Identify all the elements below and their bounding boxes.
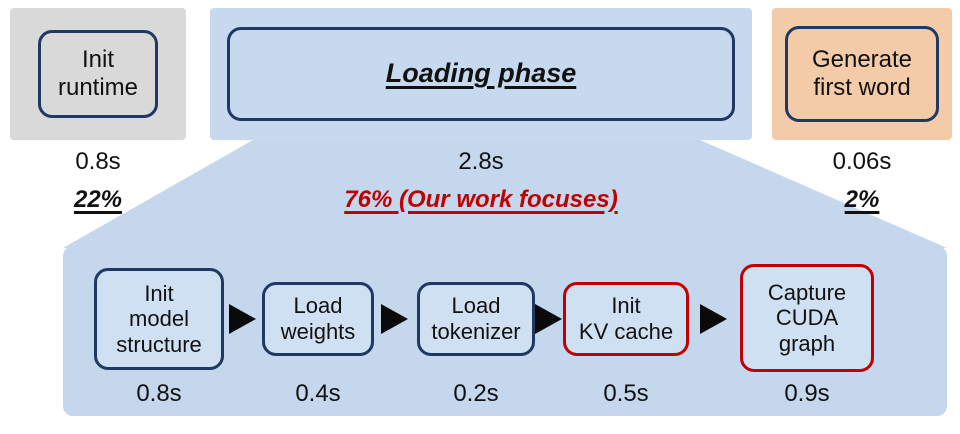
step-time-capture-cuda-graph: 0.9s (784, 380, 830, 407)
phase-container-init-runtime: Init runtime (10, 8, 186, 140)
phase-label-generate-first-word: Generate first word (811, 46, 913, 101)
step-box-load-weights: Load weights (262, 282, 374, 356)
phase-box-generate-first-word: Generate first word (785, 26, 939, 122)
step-label-init-kv-cache: Init KV cache (578, 293, 674, 344)
step-box-init-kv-cache: Init KV cache (563, 282, 689, 356)
step-time-init-kv-cache: 0.5s (603, 380, 649, 407)
time-init-runtime: 0.8s (75, 148, 121, 175)
phase-label-loading-phase: Loading phase (385, 58, 577, 89)
phase-box-init-runtime: Init runtime (38, 30, 158, 118)
phase-box-loading-phase: Loading phase (227, 27, 735, 121)
step-time-init-model-structure: 0.8s (136, 380, 182, 407)
step-label-load-tokenizer: Load tokenizer (431, 293, 521, 344)
percent-init-runtime: 22% (73, 186, 123, 213)
arrow-right-icon (229, 304, 256, 334)
percent-generate-first-word: 2% (844, 186, 880, 213)
step-time-load-tokenizer: 0.2s (453, 380, 499, 407)
step-label-load-weights: Load weights (280, 293, 356, 344)
step-box-capture-cuda-graph: Capture CUDA graph (740, 264, 874, 372)
phase-container-loading-phase: Loading phase (210, 8, 752, 140)
step-label-capture-cuda-graph: Capture CUDA graph (767, 279, 847, 356)
phase-label-init-runtime: Init runtime (57, 46, 139, 101)
arrow-right-icon (700, 304, 727, 334)
arrow-right-icon (381, 304, 408, 334)
step-box-init-model-structure: Init model structure (94, 268, 224, 370)
percent-loading-phase: 76% (Our work focuses) (344, 186, 618, 213)
time-generate-first-word: 0.06s (832, 148, 892, 175)
phase-container-generate-first-word: Generate first word (772, 8, 952, 140)
step-time-load-weights: 0.4s (295, 380, 341, 407)
arrow-right-icon (535, 304, 562, 334)
step-box-load-tokenizer: Load tokenizer (417, 282, 535, 356)
step-label-init-model-structure: Init model structure (116, 280, 202, 357)
time-loading-phase: 2.8s (458, 148, 504, 175)
